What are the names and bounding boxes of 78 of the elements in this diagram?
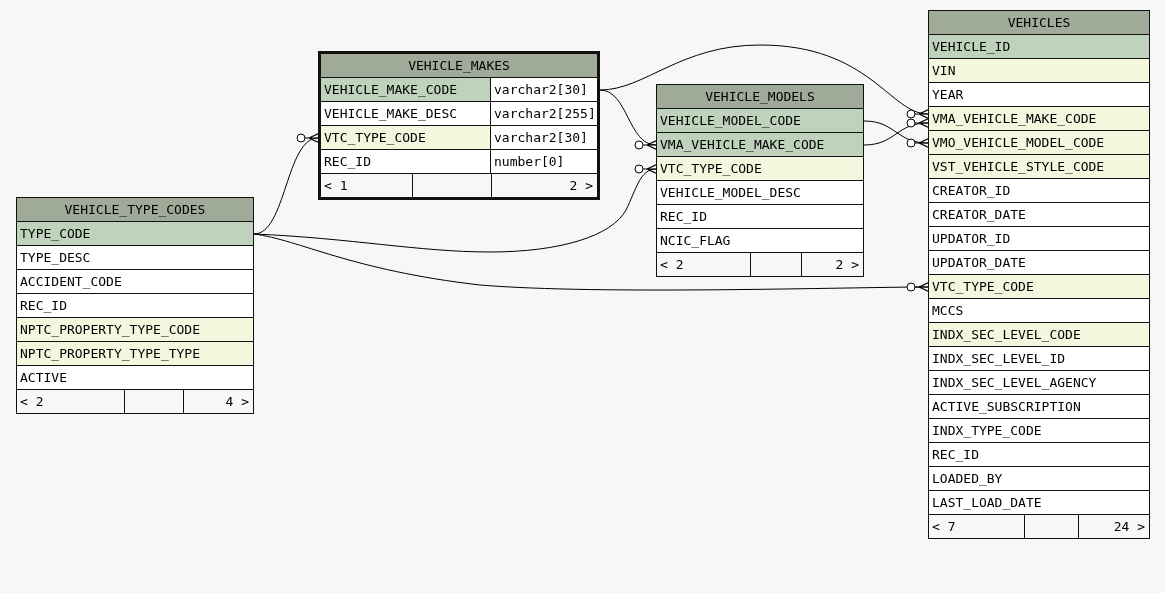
table-row <box>657 109 863 133</box>
column-name: ACTIVE <box>19 369 68 387</box>
column-name: YEAR <box>931 86 965 104</box>
database-table <box>928 10 1150 539</box>
column-name: VEHICLE_MODEL_CODE <box>659 112 802 130</box>
table-footer <box>657 253 863 276</box>
database-table <box>16 197 254 414</box>
table-row <box>929 107 1149 131</box>
table-footer <box>17 390 253 413</box>
table-header: VEHICLE_MAKES <box>321 54 597 78</box>
column-name: INDX_SEC_LEVEL_CODE <box>931 326 1082 344</box>
column-name: VTC_TYPE_CODE <box>321 126 491 149</box>
column-name: REC_ID <box>931 446 980 464</box>
column-name: NCIC_FLAG <box>659 232 732 250</box>
table-footer <box>321 174 597 197</box>
table-row <box>929 59 1149 83</box>
relationship-line <box>253 133 320 235</box>
column-name: VEHICLE_MAKE_DESC <box>321 102 491 125</box>
column-name: INDX_SEC_LEVEL_ID <box>931 350 1067 368</box>
child-count: 4 > <box>183 390 253 413</box>
column-name: VEHICLE_MODEL_DESC <box>659 184 802 202</box>
column-name: UPDATOR_DATE <box>931 254 1027 272</box>
column-name: LAST_LOAD_DATE <box>931 494 1043 512</box>
table-row <box>929 275 1149 299</box>
table-row <box>929 131 1149 155</box>
database-table <box>656 84 864 277</box>
column-name: VMO_VEHICLE_MODEL_CODE <box>931 134 1106 152</box>
table-footer <box>929 515 1149 538</box>
table-row <box>321 126 597 150</box>
column-name: VTC_TYPE_CODE <box>931 278 1035 296</box>
parent-count: < 7 <box>929 515 1025 538</box>
relationship-line <box>253 233 929 292</box>
table-row <box>657 157 863 181</box>
table-header: VEHICLES <box>929 11 1149 35</box>
table-row <box>17 222 253 246</box>
column-name: VST_VEHICLE_STYLE_CODE <box>931 158 1106 176</box>
table-header: VEHICLE_TYPE_CODES <box>17 198 253 222</box>
column-name: TYPE_DESC <box>19 249 92 267</box>
column-name: UPDATOR_ID <box>931 230 1012 248</box>
column-name: VEHICLE_MAKE_CODE <box>321 78 491 101</box>
child-count: 2 > <box>491 174 597 197</box>
table-row <box>17 318 253 342</box>
column-name: MCCS <box>931 302 965 320</box>
relationship-line <box>599 89 658 150</box>
column-name: VMA_VEHICLE_MAKE_CODE <box>931 110 1098 128</box>
column-name: ACCIDENT_CODE <box>19 273 123 291</box>
column-name: INDX_TYPE_CODE <box>931 422 1043 440</box>
column-name: REC_ID <box>659 208 708 226</box>
parent-count: < 2 <box>17 390 125 413</box>
child-count: 2 > <box>801 253 863 276</box>
column-name: TYPE_CODE <box>19 225 92 243</box>
relationship-line <box>599 44 930 119</box>
column-name: CREATOR_DATE <box>931 206 1027 224</box>
column-name: ACTIVE_SUBSCRIPTION <box>931 398 1082 416</box>
column-name: INDX_SEC_LEVEL_AGENCY <box>931 374 1098 392</box>
database-table <box>318 51 600 200</box>
table-row <box>657 133 863 157</box>
child-count: 24 > <box>1078 515 1149 538</box>
column-name: REC_ID <box>321 150 491 173</box>
column-name: CREATOR_ID <box>931 182 1012 200</box>
column-name: VIN <box>931 62 957 80</box>
column-name: NPTC_PROPERTY_TYPE_TYPE <box>19 345 201 363</box>
table-row <box>17 342 253 366</box>
table-row <box>321 150 597 174</box>
column-name: NPTC_PROPERTY_TYPE_CODE <box>19 321 201 339</box>
parent-count: < 2 <box>657 253 751 276</box>
table-row <box>321 78 597 102</box>
table-row <box>321 102 597 126</box>
table-header: VEHICLE_MODELS <box>657 85 863 109</box>
column-name: REC_ID <box>19 297 68 315</box>
column-name: VMA_VEHICLE_MAKE_CODE <box>659 136 826 154</box>
column-name: VTC_TYPE_CODE <box>659 160 763 178</box>
column-name: VEHICLE_ID <box>931 38 1012 56</box>
table-row <box>929 155 1149 179</box>
table-row <box>929 35 1149 59</box>
parent-count: < 1 <box>321 174 413 197</box>
table-row <box>929 323 1149 347</box>
column-name: LOADED_BY <box>931 470 1004 488</box>
